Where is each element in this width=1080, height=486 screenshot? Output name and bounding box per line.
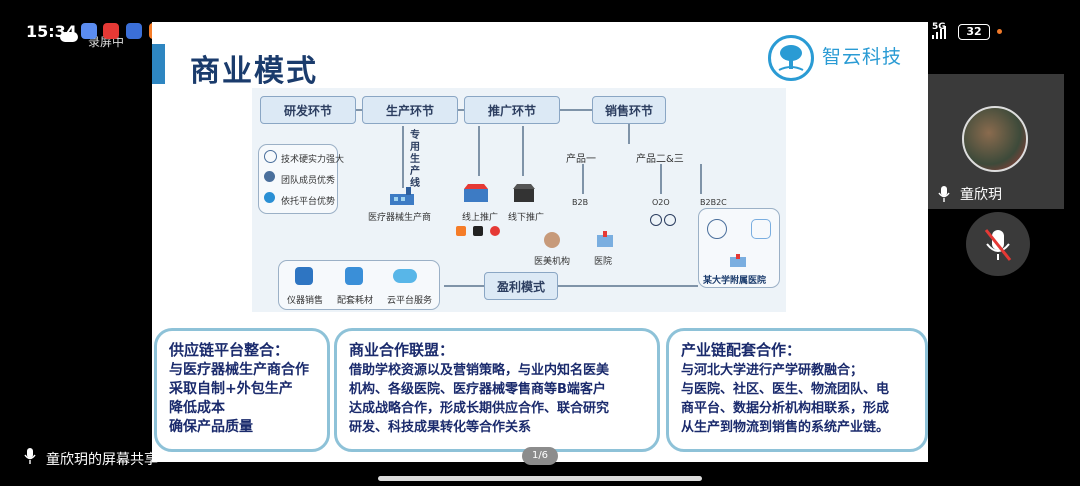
app-icon-c — [126, 23, 142, 39]
card-line: 与河北大学进行产学研教融合； — [681, 363, 864, 378]
arrow-connector — [444, 285, 484, 287]
med-beauty-label: 医美机构 — [534, 257, 571, 267]
rd-strengths-box: 技术硬实力强大 团队成员优秀 依托平台优势 — [258, 144, 344, 214]
vertical-connector — [478, 126, 480, 176]
vertical-connector — [522, 126, 524, 176]
manufacturer-label: 医疗器械生产商 — [368, 213, 432, 223]
douyin-icon — [473, 226, 483, 236]
card-line: 机构、各级医院、医疗器械零售商等B端客户 — [349, 382, 606, 397]
card-line: 确保产品质量 — [169, 419, 253, 435]
weibo-icon — [490, 226, 500, 236]
dedicated-line-label: 专用生产线 — [410, 130, 420, 189]
supply-chain-card: 供应链平台整合： 与医疗器械生产商合作 采取自制+外包生产 降低成本 确保产品质… — [154, 328, 330, 452]
alliance-card: 商业合作联盟： 借助学校资源以及营销策略，与业内知名医美 机构、各级医院、医疗器… — [334, 328, 660, 452]
logo-text: 智云科技 — [822, 46, 903, 68]
o2o-icon — [664, 214, 676, 226]
consumables-icon — [345, 267, 363, 285]
card-line: 从生产到物流到销售的系统产业链。 — [681, 420, 890, 435]
profit-model-box: 盈利模式 — [484, 272, 558, 300]
vertical-connector — [660, 164, 662, 194]
industry-chain-card: 产业链配套合作： 与河北大学进行产学研教融合； 与医院、社区、医生、物流团队、电… — [666, 328, 928, 452]
card-line: 研发、科技成果转化等合作关系 — [349, 420, 532, 435]
o2o-icon — [650, 214, 662, 226]
arrow-connector — [558, 285, 698, 287]
page-indicator: 1/6 — [522, 447, 558, 465]
app-icon-a — [81, 23, 97, 39]
tree-logo-icon — [768, 35, 814, 81]
stage-production: 生产环节 — [362, 96, 458, 124]
card-line: 达成战略合作，形成长期供应合作、联合研究 — [349, 401, 610, 416]
device-icon — [751, 219, 771, 239]
instrument-icon — [295, 267, 313, 285]
network-type: 5G — [932, 22, 946, 32]
revenue-item: 云平台服务 — [387, 296, 433, 306]
home-indicator[interactable] — [378, 476, 702, 481]
mute-button[interactable] — [966, 212, 1030, 276]
card-line: 借助学校资源以及营销策略，与业内知名医美 — [349, 363, 610, 378]
business-flow-diagram: 研发环节 生产环节 推广环节 销售环节 技术硬实力强大 团队成员优秀 依托平台优… — [252, 88, 786, 312]
arrow-connector — [356, 109, 362, 111]
online-promo-label: 线上推广 — [462, 213, 499, 223]
mic-icon — [24, 448, 36, 468]
b2b2c-label: B2B2C — [700, 198, 727, 207]
card-title: 商业合作联盟： — [349, 341, 455, 359]
vertical-connector — [628, 124, 630, 144]
mic-icon — [938, 186, 950, 206]
affiliated-hospital-label: 某大学附属医院 — [703, 276, 767, 286]
b2b-label: B2B — [572, 198, 589, 207]
participant-name: 童欣玥 — [960, 187, 1002, 203]
card-title: 产业链配套合作： — [681, 341, 802, 359]
rd-item: 技术硬实力强大 — [281, 155, 345, 165]
product-one-label: 产品一 — [566, 154, 596, 165]
card-line: 商平台、数据分析机构相联系，形成 — [681, 401, 890, 416]
cloud-icon — [264, 192, 275, 203]
stage-promotion: 推广环节 — [464, 96, 560, 124]
arrow-connector — [458, 109, 464, 111]
rd-item: 团队成员优秀 — [281, 176, 336, 186]
offline-promo-label: 线下推广 — [508, 213, 545, 223]
revenue-item: 仪器销售 — [287, 296, 324, 306]
title-accent-bar — [152, 44, 165, 84]
hospital-icon — [596, 230, 614, 248]
revenue-box: 仪器销售 配套耗材 云平台服务 — [278, 260, 440, 310]
cloud-icon — [393, 269, 417, 283]
vertical-connector — [582, 164, 584, 194]
offline-store-icon — [512, 183, 536, 203]
screen-share-label: 童欣玥的屏幕共享 — [46, 452, 158, 468]
stage-sales: 销售环节 — [592, 96, 666, 124]
app-icon-b — [103, 23, 119, 39]
card-line: 与医院、社区、医生、物流团队、电 — [681, 382, 890, 397]
hospital-label: 医院 — [594, 257, 613, 267]
stage-rd: 研发环节 — [260, 96, 356, 124]
vertical-connector — [700, 164, 702, 194]
cloud-platform-icon — [707, 219, 727, 239]
arrow-connector — [560, 109, 592, 111]
notification-dot — [997, 29, 1002, 34]
card-title: 供应链平台整合： — [169, 341, 290, 359]
revenue-item: 配套耗材 — [337, 296, 374, 306]
product-two-three-label: 产品二&三 — [636, 154, 684, 165]
card-line: 降低成本 — [169, 400, 225, 416]
app-icon — [456, 226, 466, 236]
online-store-icon — [462, 183, 490, 203]
o2o-label: O2O — [652, 198, 670, 207]
rd-item: 依托平台优势 — [281, 197, 336, 207]
participant-avatar — [962, 106, 1028, 172]
factory-icon — [388, 186, 418, 206]
card-line: 采取自制+外包生产 — [169, 381, 293, 397]
gear-icon — [264, 150, 277, 163]
card-line: 与医疗器械生产商合作 — [169, 362, 309, 378]
hospital-icon — [729, 253, 747, 267]
affiliated-hospital-box: 某大学附属医院 — [698, 208, 780, 288]
cloud-icon — [60, 32, 78, 42]
mic-off-icon — [984, 229, 1012, 261]
vertical-connector — [402, 126, 404, 188]
team-icon — [264, 171, 275, 182]
beauty-clinic-icon — [544, 232, 560, 248]
battery-indicator: 32 — [958, 24, 990, 40]
slide-title: 商业模式 — [190, 54, 318, 89]
